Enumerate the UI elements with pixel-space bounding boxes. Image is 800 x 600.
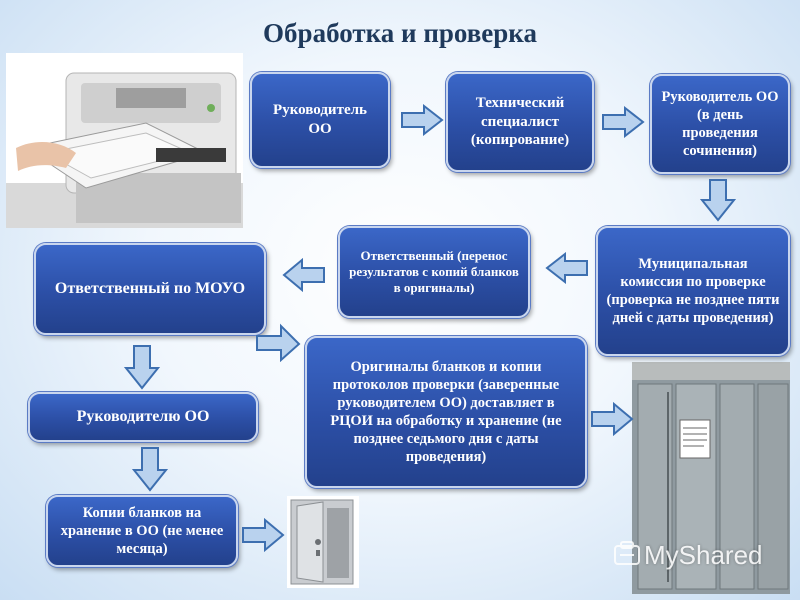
arrow-down-right-icon (256, 323, 301, 362)
scanner-photo (6, 53, 243, 228)
box-originals-delivery-label: Оригиналы бланков и копии протоколов про… (330, 358, 562, 466)
arrow-left-icon (545, 252, 588, 284)
box-municipal-commission: Муниципальная комиссия по проверке (пров… (596, 226, 790, 356)
box-copies-storage: Копии бланков на хранение в ОО (не менее… (46, 495, 238, 567)
box-originals-delivery: Оригиналы бланков и копии протоколов про… (305, 336, 587, 488)
box-responsible-transfer: Ответственный (перенос результатов с коп… (338, 226, 530, 318)
box-head-oo-day-label: Руководитель ОО (в день проведения сочин… (661, 88, 779, 160)
arrow-right-icon (602, 106, 645, 138)
arrow-down-icon (124, 345, 160, 390)
box-to-head-oo-label: Руководителю ОО (76, 408, 210, 425)
box-municipal-commission-label: Муниципальная комиссия по проверке (пров… (606, 255, 780, 327)
arrow-right-icon (401, 104, 444, 136)
safe-photo (287, 496, 359, 588)
watermark-text: MyShared (644, 540, 763, 570)
watermark: MyShared (612, 540, 763, 571)
box-responsible-mouo: Ответственный по МОУО (34, 243, 266, 335)
box-tech-specialist: Технический специалист (копирование) (446, 72, 594, 172)
lockers-photo (632, 362, 790, 594)
box-tech-specialist-label: Технический специалист (копирование) (470, 94, 570, 149)
arrow-down-icon (132, 447, 168, 492)
arrow-down-icon (700, 179, 736, 222)
box-copies-storage-label: Копии бланков на хранение в ОО (не менее… (60, 504, 224, 558)
box-head-oo: Руководитель ОО (250, 72, 390, 168)
arrow-right-icon (591, 402, 634, 436)
box-responsible-transfer-label: Ответственный (перенос результатов с коп… (349, 247, 519, 296)
myshared-logo-icon (614, 541, 640, 565)
arrow-left-icon (282, 258, 325, 292)
box-responsible-mouo-label: Ответственный по МОУО (54, 280, 246, 297)
arrow-right-icon (242, 518, 285, 552)
box-to-head-oo: Руководителю ОО (28, 392, 258, 442)
box-head-oo-day: Руководитель ОО (в день проведения сочин… (650, 74, 790, 174)
page-title: Обработка и проверка (263, 18, 537, 48)
box-head-oo-label: Руководитель ОО (273, 102, 367, 137)
